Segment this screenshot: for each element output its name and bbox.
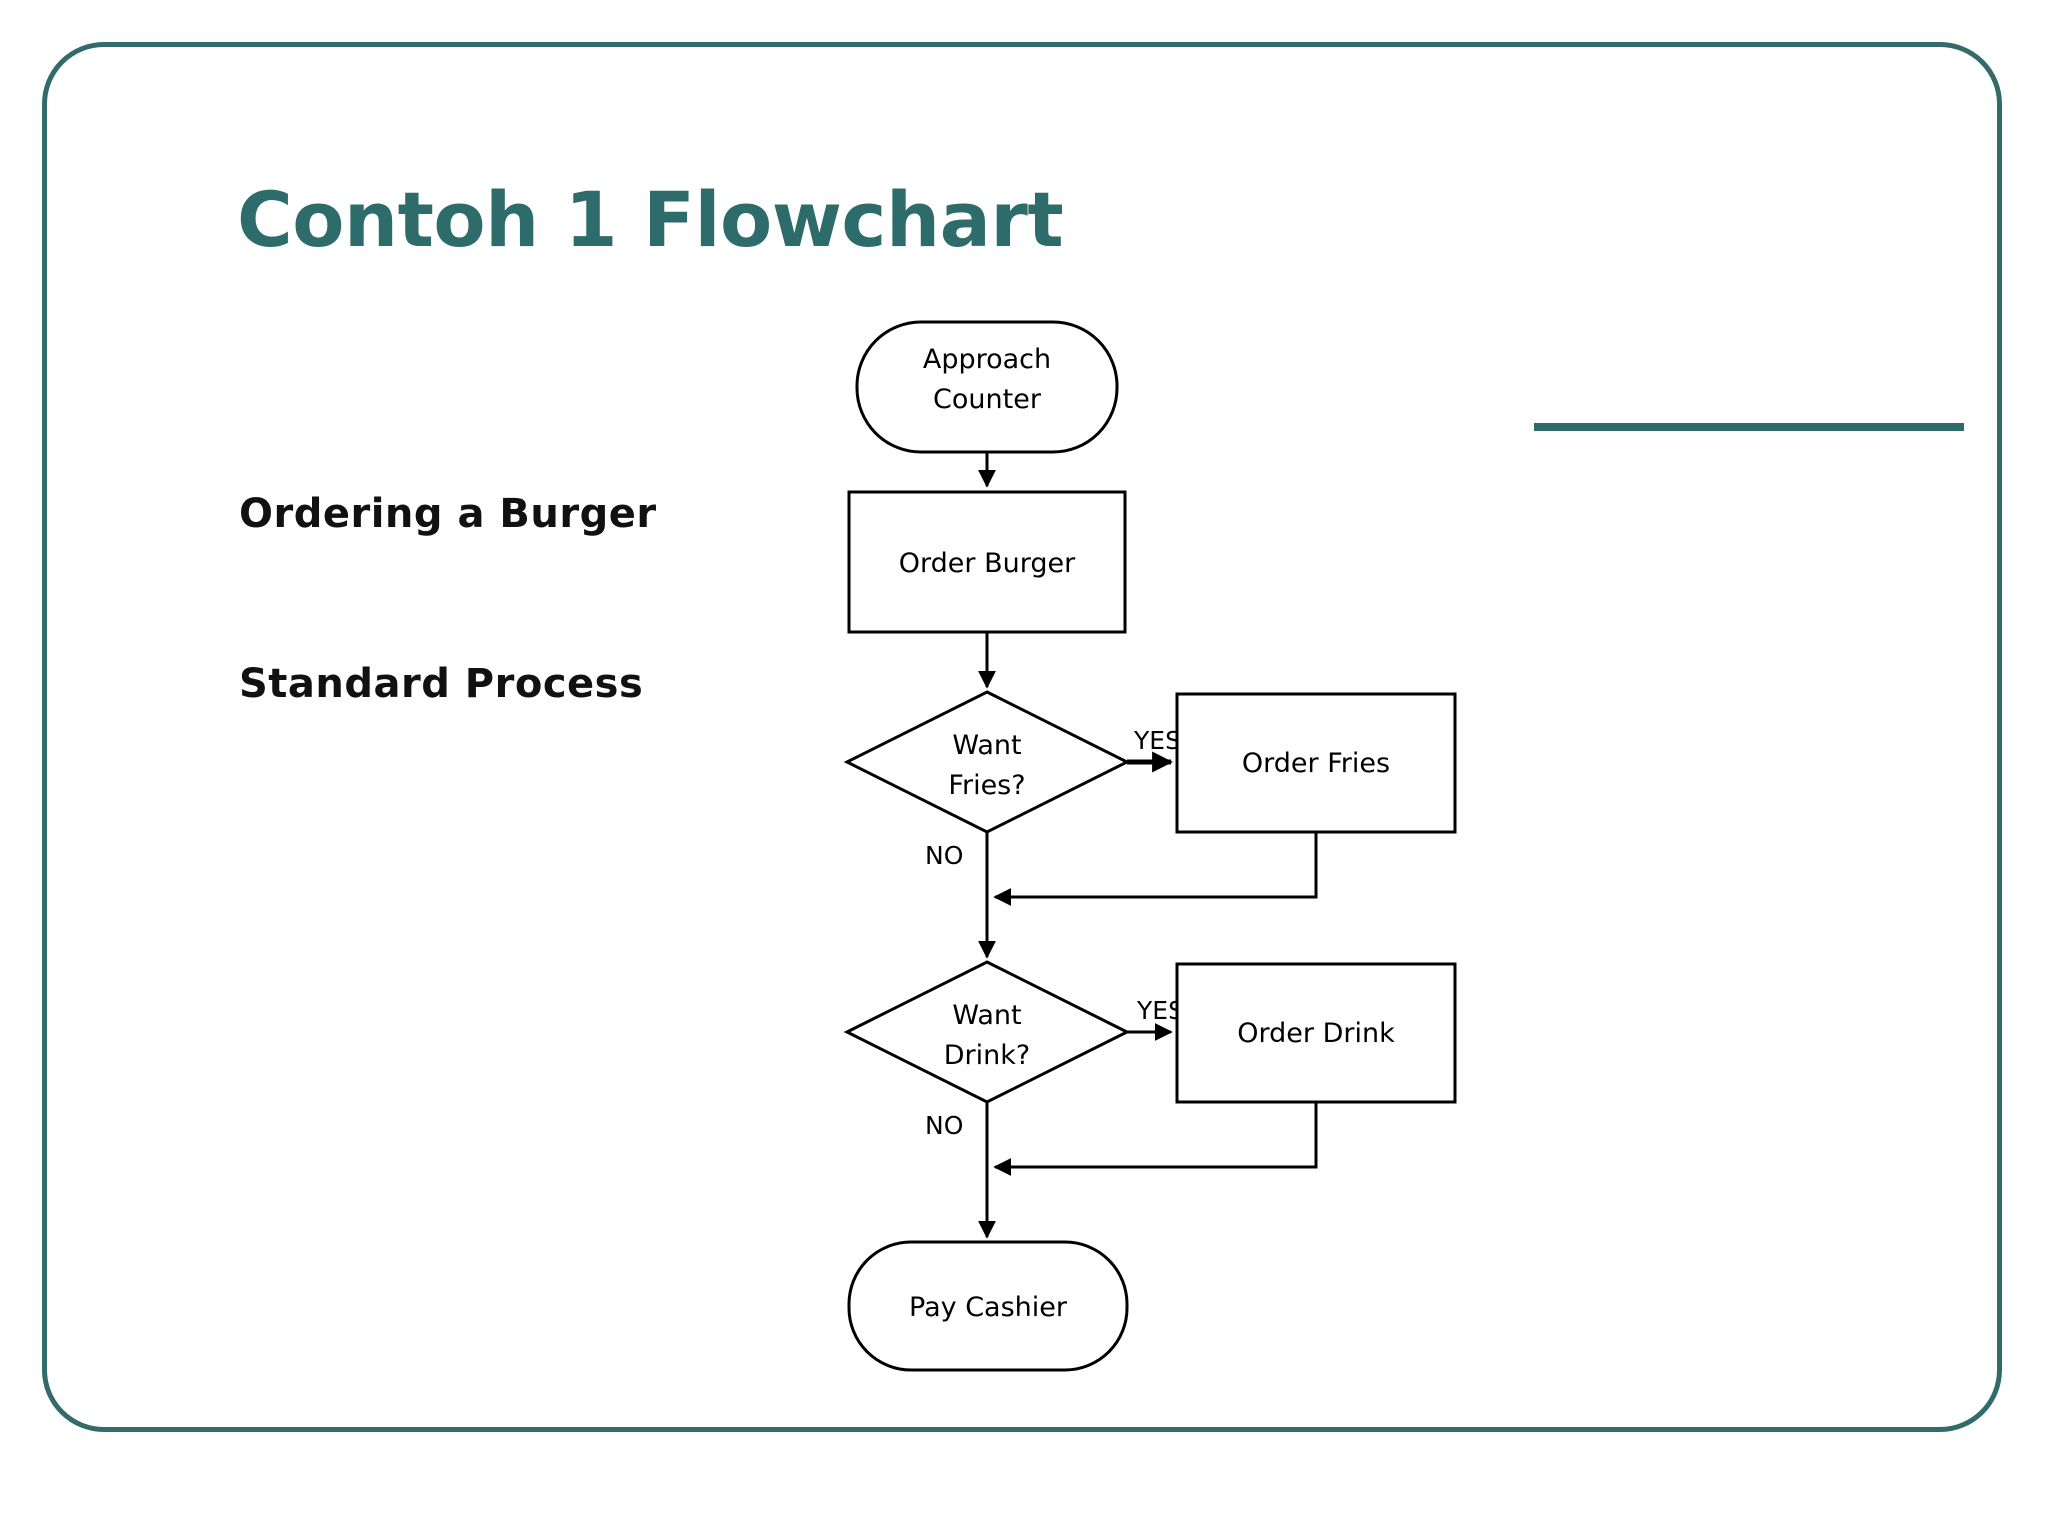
flowchart-caption: Ordering a Burger Standard Process xyxy=(239,372,657,826)
page-title: Contoh 1 Flowchart xyxy=(237,175,1064,264)
caption-line-2: Standard Process xyxy=(239,660,644,707)
node-order-fries-label: Order Fries xyxy=(1242,748,1390,779)
slide-frame: Contoh 1 Flowchart Ordering a Burger Sta… xyxy=(42,42,2002,1432)
node-order-burger-label: Order Burger xyxy=(899,548,1076,579)
node-order-burger: Order Burger xyxy=(847,490,1127,634)
flowchart-diagram: Approach Counter Order Burger Want Fries… xyxy=(807,312,1507,1432)
node-want-drink-label-line1: Want xyxy=(952,1000,1021,1031)
node-approach-counter-label-line2: Counter xyxy=(933,384,1042,415)
caption-line-1: Ordering a Burger xyxy=(239,490,657,537)
edge-order-fries-return xyxy=(993,832,1318,906)
node-pay-cashier: Pay Cashier xyxy=(847,1240,1129,1372)
node-want-drink: Want Drink? xyxy=(843,960,1131,1104)
node-want-drink-label-line2: Drink? xyxy=(944,1040,1030,1071)
edge-label-fries-yes: YES xyxy=(1133,726,1181,755)
node-pay-cashier-label: Pay Cashier xyxy=(909,1292,1068,1323)
node-approach-counter: Approach Counter xyxy=(855,320,1119,454)
accent-rule xyxy=(1534,423,1964,431)
edge-label-fries-no: NO xyxy=(925,841,963,870)
node-want-fries: Want Fries? xyxy=(843,690,1131,834)
node-order-drink: Order Drink xyxy=(1175,962,1457,1104)
node-order-fries: Order Fries xyxy=(1175,692,1457,834)
node-order-drink-label: Order Drink xyxy=(1237,1018,1395,1049)
node-approach-counter-label-line1: Approach xyxy=(923,344,1051,375)
node-want-fries-label-line2: Fries? xyxy=(948,770,1025,801)
edge-label-drink-no: NO xyxy=(925,1111,963,1140)
edge-order-drink-return xyxy=(993,1102,1318,1176)
node-want-fries-label-line1: Want xyxy=(952,730,1021,761)
